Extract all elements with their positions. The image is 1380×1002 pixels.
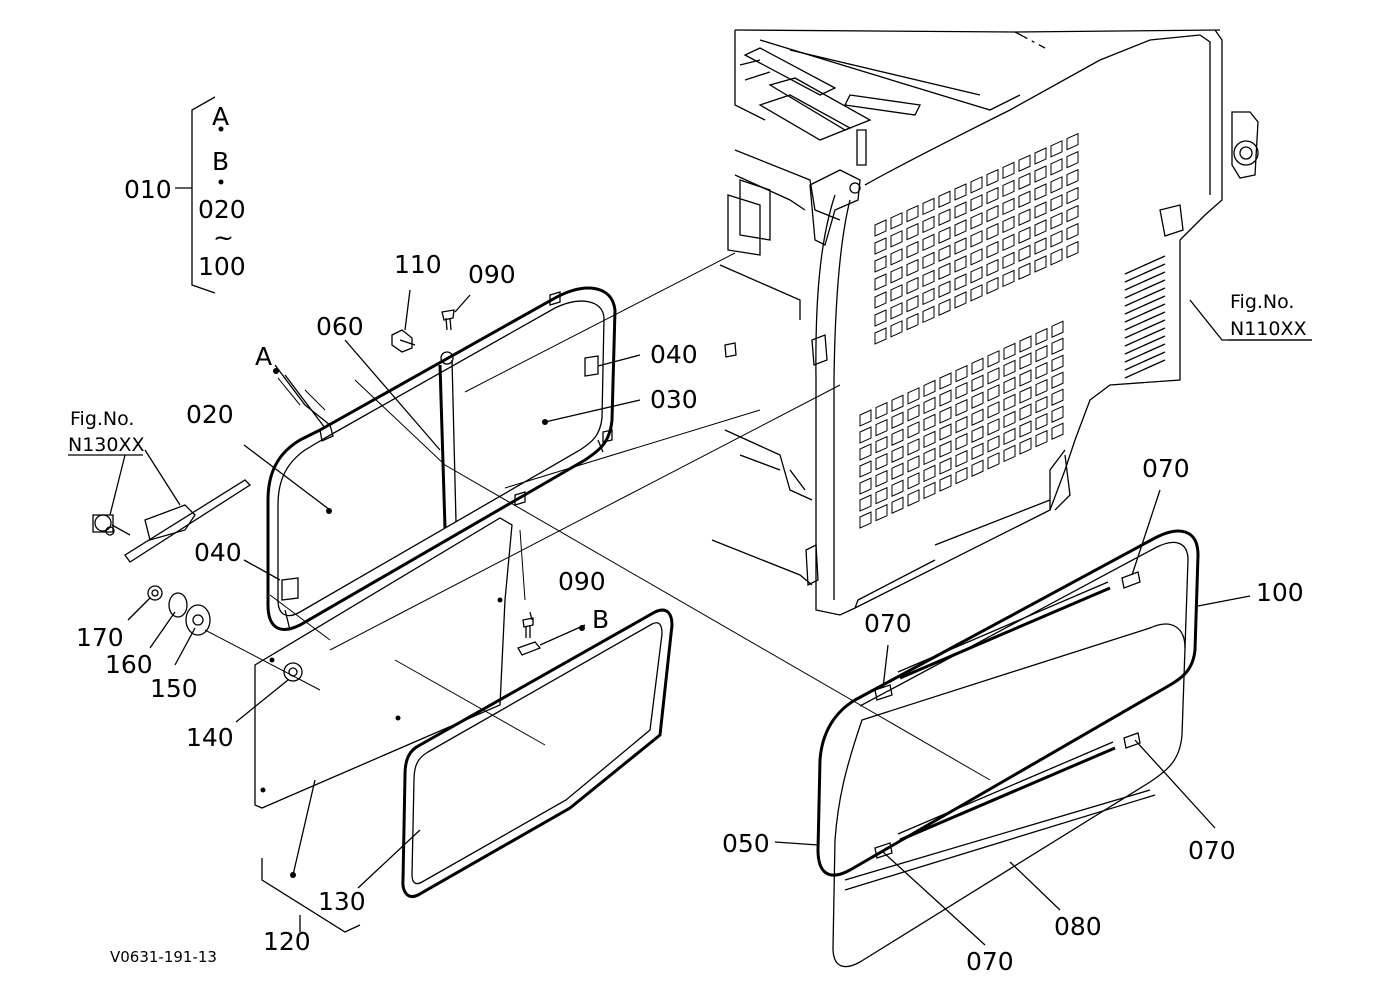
block-b [517, 641, 542, 656]
window-frame-assembly [266, 286, 617, 631]
callout-170: 170 [76, 623, 124, 652]
seal-130 [401, 608, 674, 898]
callout-120: 120 [263, 927, 311, 956]
screw-090 [441, 309, 534, 638]
callout-070-top: 070 [1142, 454, 1190, 483]
ref-a-frame: A [255, 342, 272, 371]
callout-020-brace: 020 [198, 195, 246, 224]
reference-dots [218, 126, 585, 878]
label-leaders [68, 289, 1312, 946]
plate-120 [254, 517, 513, 809]
callout-100-brace: 100 [198, 252, 246, 281]
fig-ref-left-label: Fig.No. [70, 408, 134, 430]
callout-140: 140 [186, 723, 234, 752]
callout-090-top: 090 [468, 260, 516, 289]
latch-rod [92, 479, 252, 563]
callout-070-right: 070 [1188, 836, 1236, 865]
upper-grille [874, 132, 1079, 345]
callout-070-bottom: 070 [966, 947, 1014, 976]
callout-130: 130 [318, 887, 366, 916]
callout-060: 060 [316, 312, 364, 341]
callout-040-right: 040 [650, 340, 698, 369]
lower-grille [859, 320, 1064, 529]
knob-parts [147, 585, 211, 636]
callout-050: 050 [722, 829, 770, 858]
callout-070-left: 070 [864, 609, 912, 638]
callout-030: 030 [650, 385, 698, 414]
callout-020: 020 [186, 400, 234, 429]
callout-010: 010 [124, 175, 172, 204]
callout-labels: 010 A B 020 ~ 100 110 090 060 A 040 030 … [68, 102, 1307, 976]
rear-window-glass [816, 529, 1200, 968]
ref-a-brace: A [212, 102, 229, 131]
callout-100: 100 [1256, 578, 1304, 607]
tilde-mark: ~ [213, 223, 234, 252]
callout-150: 150 [150, 674, 198, 703]
callout-090-bottom: 090 [558, 567, 606, 596]
vent-slots [1124, 255, 1166, 379]
ref-b-block: B [592, 605, 609, 634]
callout-160: 160 [105, 650, 153, 679]
ref-b-brace: B [212, 147, 229, 176]
bolt-110 [391, 329, 416, 353]
fig-ref-right-label: Fig.No. [1230, 291, 1294, 313]
drawing-code: V0631-191-13 [110, 948, 217, 966]
callout-110: 110 [394, 250, 442, 279]
callout-040-left: 040 [194, 538, 242, 567]
bracket-010 [175, 96, 361, 933]
cab-frame [711, 29, 1259, 616]
fig-ref-left-number: N130XX [68, 434, 145, 456]
callout-080: 080 [1054, 912, 1102, 941]
fig-ref-right-number: N110XX [1230, 318, 1307, 340]
